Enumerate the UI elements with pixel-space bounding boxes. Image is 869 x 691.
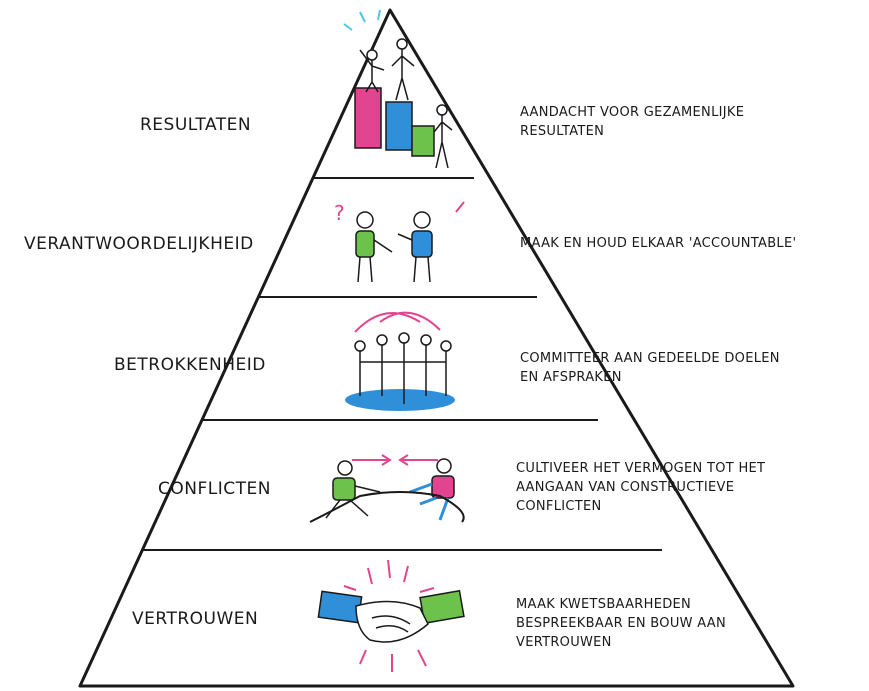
- description-line: EN AFSPRAKEN: [520, 370, 622, 385]
- description-line: CONFLICTEN: [516, 499, 602, 514]
- handshake-icon: [317, 559, 465, 672]
- level-label-betrokkenheid: BETROKKENHEID: [114, 355, 266, 375]
- level-description-resultaten: AANDACHT VOOR GEZAMENLIJKE RESULTATEN: [520, 103, 850, 141]
- level-label-conflicten: CONFLICTEN: [158, 479, 271, 499]
- team-circle-icon: [345, 311, 455, 411]
- description-line: RESULTATEN: [520, 124, 605, 139]
- pyramid-outline: [78, 8, 795, 688]
- level-description-conflicten: CULTIVEER HET VERMOGEN TOT HET AANGAAN V…: [516, 459, 846, 516]
- level-description-betrokkenheid: COMMITTEER AAN GEDEELDE DOELEN EN AFSPRA…: [520, 349, 850, 387]
- level-description-vertrouwen: MAAK KWETSBAARHEDEN BESPREEKBAAR EN BOUW…: [516, 595, 846, 652]
- description-line: MAAK KWETSBAARHEDEN: [516, 597, 692, 612]
- level-label-verantwoordelijkheid: VERANTWOORDELIJKHEID: [24, 234, 254, 254]
- level-label-resultaten: RESULTATEN: [140, 115, 252, 135]
- description-line: AANGAAN VAN CONSTRUCTIEVE: [516, 480, 735, 495]
- level-description-verantwoordelijkheid: MAAK EN HOUD ELKAAR 'ACCOUNTABLE': [520, 234, 850, 253]
- description-line: CULTIVEER HET VERMOGEN TOT HET: [516, 461, 766, 476]
- podium-icon: [343, 9, 453, 169]
- description-line: COMMITTEER AAN GEDEELDE DOELEN: [520, 351, 780, 366]
- description-line: VERTROUWEN: [516, 635, 612, 650]
- tug-of-war-icon: [309, 454, 465, 523]
- description-line: AANDACHT VOOR GEZAMENLIJKE: [520, 105, 745, 120]
- description-line: BESPREEKBAAR EN BOUW AAN: [516, 616, 727, 631]
- level-label-vertrouwen: VERTROUWEN: [132, 609, 259, 629]
- svg-text:?: ?: [334, 201, 345, 225]
- description-line: MAAK EN HOUD ELKAAR 'ACCOUNTABLE': [520, 236, 797, 251]
- conversation-icon: ?: [334, 201, 465, 283]
